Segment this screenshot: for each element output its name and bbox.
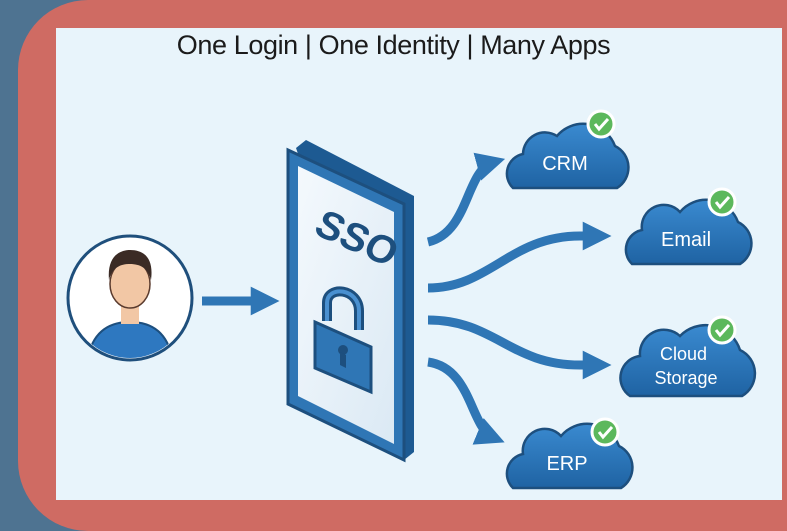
cloud-storage-label-line1: Cloud xyxy=(660,344,707,364)
sso-to-storage-arrow xyxy=(427,315,612,380)
check-icon xyxy=(586,109,616,139)
padlock-icon xyxy=(313,286,373,395)
sso-device: SSO xyxy=(286,140,414,463)
sso-to-crm-arrow xyxy=(426,152,506,247)
cloud-erp-label: ERP xyxy=(546,453,587,475)
check-icon xyxy=(707,315,737,345)
sso-to-erp-arrow xyxy=(427,357,505,445)
check-icon xyxy=(707,187,737,217)
sso-to-email-arrow xyxy=(427,221,612,293)
cloud-crm-label: CRM xyxy=(542,153,588,175)
connectors xyxy=(426,152,612,445)
cloud-storage-label-line2: Storage xyxy=(654,368,717,388)
check-icon xyxy=(590,417,620,447)
diagram-title: One Login | One Identity | Many Apps xyxy=(176,30,611,60)
user-avatar xyxy=(66,234,194,362)
cloud-storage-label: Cloud Storage xyxy=(654,344,717,388)
cloud-email-label: Email xyxy=(661,229,711,251)
cloud-crm: CRM xyxy=(505,122,630,190)
